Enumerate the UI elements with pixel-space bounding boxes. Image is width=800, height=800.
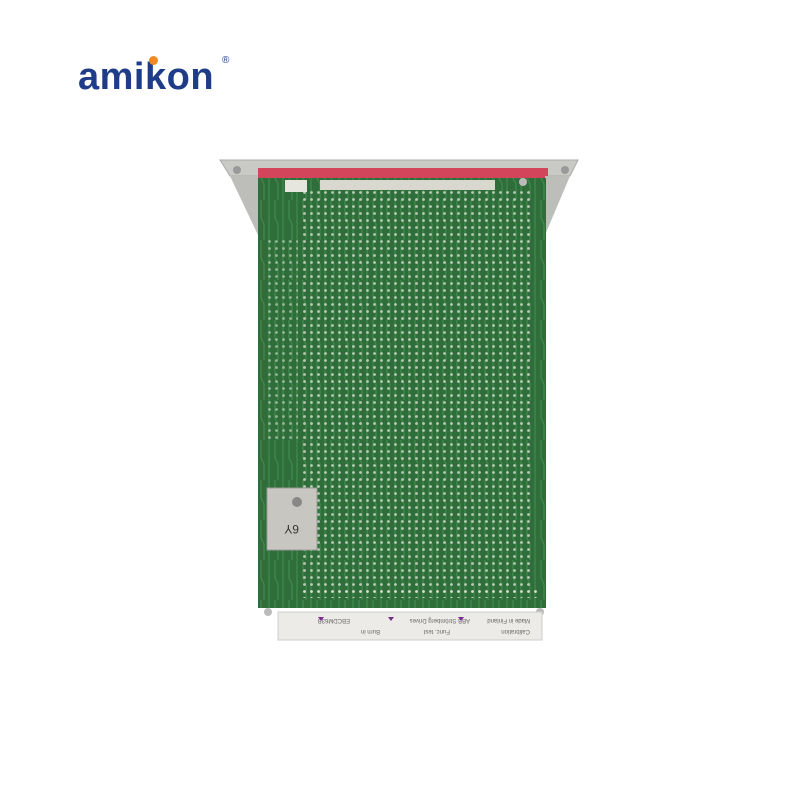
metal-plate: 6Y — [266, 487, 318, 551]
label-serial: EBCDM63B — [318, 617, 350, 623]
handwritten-mark: 6Y — [284, 522, 299, 536]
brand-name: amikon — [78, 56, 215, 98]
brand-logo: amikon — [78, 56, 214, 99]
logo-dot — [149, 56, 158, 65]
label-field-func-test: Func. test — [423, 628, 450, 634]
label-manufacturer: ABB Strömberg Drives — [410, 617, 470, 623]
label-field-calibration: Calibration — [501, 628, 530, 634]
connector-label: Calibration Func. test Burn in Made in F… — [277, 611, 543, 641]
registered-mark: ® — [222, 55, 230, 66]
stamp-marks — [318, 617, 464, 621]
label-field-burn-in: Burn in — [361, 628, 380, 634]
label-made-in: Made in Finland — [487, 617, 530, 623]
front-panel-bracket — [219, 159, 579, 235]
